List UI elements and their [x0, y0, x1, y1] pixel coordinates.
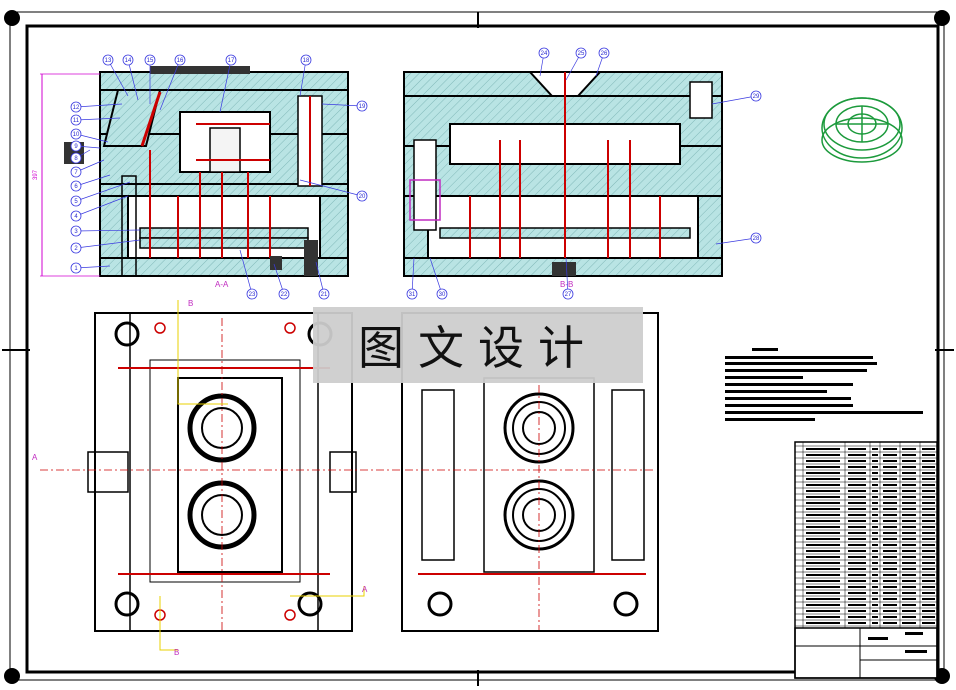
part-callout: 16: [159, 54, 186, 111]
part-callout: 4: [70, 195, 129, 222]
part-callout-number: 1: [74, 266, 78, 272]
part-callout: 21: [315, 261, 330, 300]
part-callout-number: 6: [74, 184, 78, 190]
part-callout: 22: [273, 263, 290, 300]
part-callout-number: 23: [249, 292, 256, 298]
part-callout: 24: [538, 47, 550, 77]
part-callout-number: 16: [177, 58, 184, 64]
drawing-frame: [2, 10, 954, 686]
part-callout: 19: [321, 100, 368, 112]
part-callout: 13: [102, 54, 129, 97]
part-callout-number: 5: [74, 199, 78, 205]
part-callout-number: 28: [753, 236, 760, 242]
part-callout-number: 25: [578, 51, 585, 57]
part-callout: 25: [565, 47, 587, 81]
part-callout: 23: [239, 249, 258, 300]
part-callout: 29: [711, 90, 762, 105]
watermark-banner: 图文设计: [313, 307, 643, 383]
technical-notes: [725, 348, 923, 421]
part-callout-number: 8: [74, 156, 78, 162]
part-callout-number: 17: [228, 58, 235, 64]
part-callout-number: 2: [74, 246, 78, 252]
part-callout-number: 29: [753, 94, 760, 100]
part-callout: 26: [595, 47, 610, 77]
part-callout: 2: [70, 239, 141, 254]
part-callout-number: 20: [359, 194, 366, 200]
part-isometric-view: [821, 97, 903, 163]
part-callout-number: 13: [105, 58, 112, 64]
part-callout-number: 14: [125, 58, 132, 64]
part-callout-number: 27: [565, 292, 572, 298]
part-callout: 3: [70, 225, 141, 237]
part-callout-number: 22: [281, 292, 288, 298]
part-callout: 11: [70, 114, 121, 126]
part-callout-number: 7: [74, 170, 78, 176]
part-callout: 12: [70, 101, 123, 113]
marker-b-bottom: B: [174, 648, 179, 657]
part-callout-number: 15: [147, 58, 154, 64]
part-callout-number: 4: [74, 214, 78, 220]
part-callouts-right: 24 25 26 27 28 29 30 31: [406, 47, 762, 300]
part-callout: 1: [70, 262, 111, 274]
section-label-a: A-A: [215, 280, 229, 289]
section-view-a: 397 A-A: [33, 66, 349, 289]
part-callout: 7: [70, 159, 105, 178]
part-callout-number: 10: [73, 132, 80, 138]
part-callout-number: 12: [73, 105, 80, 111]
marker-a-right: A: [362, 585, 368, 594]
part-callout-number: 9: [74, 144, 78, 150]
part-callout: 27: [562, 257, 574, 300]
section-view-b: B-B: [403, 71, 723, 289]
part-callout: 10: [70, 128, 109, 143]
plan-view-moving-half: B B A A: [32, 299, 400, 657]
part-callout-number: 21: [321, 292, 328, 298]
part-callout-number: 11: [73, 118, 80, 124]
part-callout: 30: [429, 257, 448, 300]
marker-b-top: B: [188, 299, 193, 308]
part-callout: 6: [70, 174, 111, 192]
part-callout: 20: [299, 179, 368, 202]
height-dimension: 397: [33, 169, 39, 180]
part-callout: 18: [299, 54, 312, 97]
part-callout-number: 3: [74, 229, 78, 235]
part-callout-number: 18: [303, 58, 310, 64]
bill-of-materials-table: [794, 441, 938, 679]
part-callout: 5: [70, 181, 131, 207]
part-callout: 17: [219, 54, 237, 113]
part-callout: 9: [70, 140, 101, 152]
marker-a-left: A: [32, 453, 38, 462]
part-callout: 14: [122, 54, 139, 101]
part-callout: 28: [715, 232, 762, 245]
part-callout: 15: [144, 54, 156, 104]
part-callout-number: 31: [409, 292, 416, 298]
part-callout-number: 24: [541, 51, 548, 57]
part-callout-number: 30: [439, 292, 446, 298]
part-callout: 8: [70, 149, 91, 164]
section-label-b: B-B: [560, 280, 573, 289]
part-callout: 31: [406, 257, 418, 300]
part-callout-number: 26: [601, 51, 608, 57]
title-block: [794, 627, 938, 679]
part-callout-number: 19: [359, 104, 366, 110]
